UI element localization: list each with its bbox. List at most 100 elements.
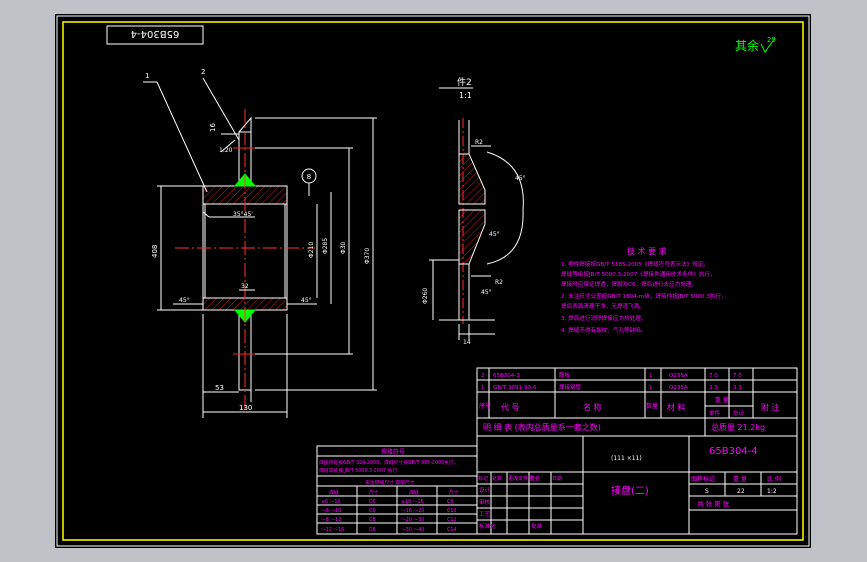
title-drawing-number: 65B304-4 — [709, 446, 758, 457]
sign-mark: 标记 — [478, 475, 488, 482]
weld-cell: ≥10 ～16 — [401, 499, 424, 505]
bom-cell: 1 — [481, 385, 485, 391]
weight-value: 22 — [737, 488, 745, 495]
tech-note-line: 焊缝等级按JB/T 5000.3-2007《焊接件通用技术条件》执行， — [561, 270, 716, 278]
bom-header-total: 总计 — [733, 409, 745, 417]
tech-note-line: 焊后表面清理干净，无焊渣飞溅。 — [561, 302, 645, 310]
tech-note-line: 1. 零件焊接按GB/T 5185-2005《焊缝符号表示法》规定， — [561, 260, 709, 268]
tech-notes: 1. 零件焊接按GB/T 5185-2005《焊缝符号表示法》规定， 焊缝等级按… — [561, 260, 727, 334]
weld-cell: C14 — [447, 527, 456, 533]
section-dim-phi: Φ260 — [422, 288, 429, 304]
bom-header-weight: 重 量 — [715, 396, 729, 404]
bom-cell: 3.3 — [733, 385, 742, 391]
sign-doc: 更改文件号 — [508, 475, 533, 482]
part-name: 接盘(二) — [611, 484, 649, 497]
weight-label: 重 量 — [733, 475, 747, 483]
section-angle-2: 45° — [489, 231, 500, 238]
scale-label: 图样标记 — [691, 475, 715, 483]
bom-total-weight: 总质量 21.2kg — [711, 422, 765, 432]
weld-cell: C6 — [369, 508, 375, 514]
section-scale: 1:1 — [459, 91, 472, 100]
bom-list-label: 明 细 表 (表内总质量系一套之数) — [483, 422, 601, 432]
bom-cell: 2 — [481, 373, 485, 379]
leader-label-1: 1 — [145, 72, 149, 80]
title-block — [476, 435, 798, 535]
weld-note-2: 焊缝等级按 JB/T 5000.3-2007 执行 — [319, 467, 397, 474]
section-r2-bottom: R2 — [495, 279, 503, 286]
section-dim-14: 14 — [463, 339, 471, 346]
main-view — [143, 77, 377, 418]
dim-phi-370: Φ370 — [364, 248, 371, 264]
weld-cell: C10 — [447, 508, 456, 514]
roughness-symbol — [760, 37, 776, 53]
bom-header-code: 代 号 — [501, 402, 520, 412]
scale-value: S — [705, 488, 709, 495]
weld-cell: ～8 ～12 — [321, 517, 341, 523]
inner-frame — [62, 21, 804, 541]
bom-cell: Q235A — [669, 385, 688, 391]
role-standard: 标准化 — [479, 522, 496, 530]
bom-cell: 7.0 — [733, 373, 742, 379]
bom-header: 序号 代 号 名 称 数量 材 料 重 量 单件 总计 附 注 明 细 表 (表… — [479, 396, 780, 432]
outer-frame — [56, 15, 810, 547]
bom-cell: 7.0 — [709, 373, 718, 379]
bom-cell: 65B304-3 — [493, 373, 520, 379]
weld-cell: ～20 ～30 — [401, 517, 424, 523]
drawing-number-reversed: 65B304-4 — [131, 28, 180, 39]
tech-note-line: 2. 未注尺寸公差按GB/T 1804-m级，焊接件按JB/T 5000.3执行… — [561, 292, 727, 300]
roughness-value: 25 — [767, 36, 776, 44]
bom-header-name: 名 称 — [583, 402, 602, 412]
weld-table-text: 焊接符号 焊接符号按GB/T 324-2008，焊缝尺寸按GB/T 985-20… — [319, 448, 459, 533]
weld-col-3: 焊缝 — [409, 489, 419, 496]
weld-note-1: 焊接符号按GB/T 324-2008，焊缝尺寸按GB/T 985-2008执行， — [319, 459, 459, 466]
dim-phi-30: Φ30 — [340, 241, 347, 254]
dim-chamfer-35: 35°45' — [233, 211, 253, 218]
sign-signature: 签名 — [530, 475, 540, 482]
sign-count: 处数 — [492, 475, 502, 482]
role-process: 工艺 — [479, 511, 491, 518]
weld-col-1: 焊缝 — [329, 489, 339, 496]
weld-table — [316, 445, 478, 535]
section-angle-3: 45° — [481, 289, 492, 296]
role-design: 设计 — [479, 486, 491, 494]
weld-cell: ～16 ～20 — [401, 508, 424, 514]
section-angle-1: 45° — [515, 175, 526, 182]
bom-cell: 焊接钢管 — [559, 383, 582, 391]
dim-53: 53 — [215, 384, 224, 392]
dim-angle-left: 45° — [179, 297, 190, 304]
bom-cell: 1 — [649, 373, 653, 379]
bom-cell: GB/T 3091-93-6 — [493, 385, 537, 391]
tech-note-line: 4. 焊缝不得有裂纹、气孔等缺陷。 — [561, 326, 646, 334]
dim-taper: 1:20 — [219, 147, 233, 154]
tech-notes-title: 技 术 要 求 — [627, 246, 667, 256]
weld-cell: C8 — [447, 499, 453, 505]
bom-cell: 1 — [649, 385, 653, 391]
role-review: 审核 — [479, 498, 491, 506]
bom-header-no: 序号 — [479, 402, 491, 410]
bom-header-material: 材 料 — [667, 402, 686, 412]
weld-table-title: 焊接符号 — [381, 448, 405, 456]
sheet-label: 共 张 第 张 — [697, 499, 730, 508]
dim-phi-210: Φ210 — [308, 242, 315, 258]
weld-cell: ～6 ～10 — [321, 508, 341, 514]
dim-16: 16 — [209, 123, 217, 132]
roughness-label: 其余 — [735, 38, 759, 53]
ratio-value: 1:2 — [767, 488, 777, 495]
bom-header-unit: 单件 — [709, 409, 721, 417]
code-stamp: (111 ×11) — [611, 455, 642, 462]
bom-header-remark: 附 注 — [761, 402, 780, 412]
tech-note-line: 焊接时应保证焊透，焊脚为C6，焊后进行去应力处理。 — [561, 280, 697, 288]
weld-col-2: 尺寸 — [369, 489, 379, 496]
weld-cell: C12 — [447, 517, 456, 523]
title-block-text: (111 ×11) 65B304-4 接盘(二) 图样标记 重 量 比 例 S … — [478, 446, 781, 530]
weld-cell: C6 — [369, 499, 375, 505]
bom-header-qty: 数量 — [646, 402, 658, 410]
bom-cell: Q235A — [669, 373, 688, 379]
bom-cell: 3.3 — [709, 385, 718, 391]
ratio-label: 比 例 — [767, 475, 781, 483]
weld-cell: ≤6 ～10 — [321, 499, 341, 505]
weld-cell: C8 — [369, 527, 375, 533]
dim-408: 408 — [151, 245, 159, 258]
weld-sub-title: 未注焊缝尺寸 焊脚尺寸 — [365, 479, 415, 486]
leader-label-2: 2 — [201, 68, 205, 76]
